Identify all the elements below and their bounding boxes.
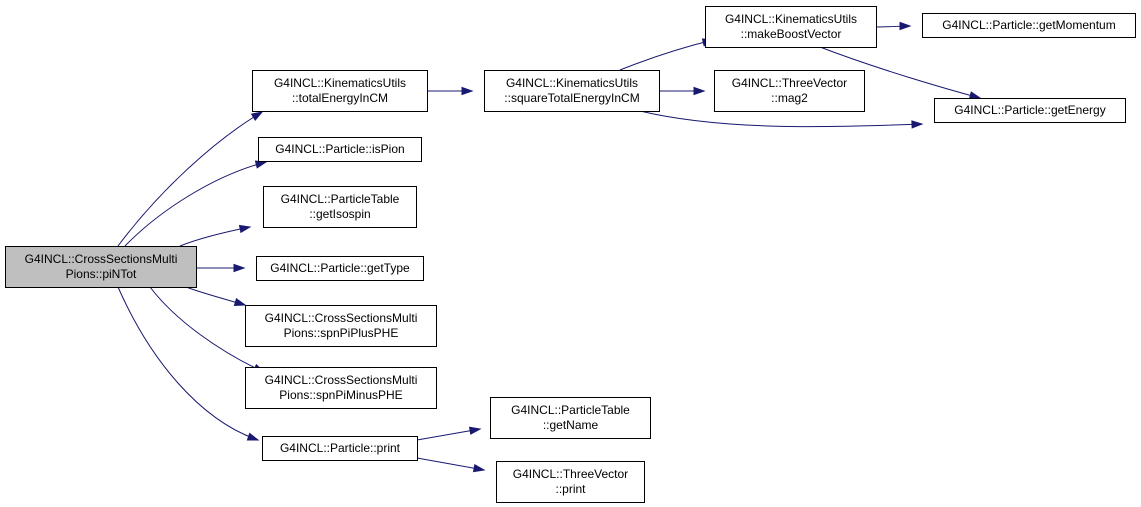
- edge-makeBoostVector-to-getMomentum: [875, 21, 912, 31]
- edge-line: [179, 226, 251, 247]
- node-print[interactable]: G4INCL::Particle::print: [262, 436, 418, 461]
- node-label-line: G4INCL::ThreeVector: [513, 467, 628, 481]
- node-totalEnergyInCM[interactable]: G4INCL::KinematicsUtils::totalEnergyInCM: [252, 70, 428, 112]
- node-label-line: G4INCL::KinematicsUtils: [274, 76, 406, 90]
- node-label-line: G4INCL::Particle::isPion: [275, 142, 404, 156]
- node-box: [263, 186, 417, 228]
- node-label-line: G4INCL::KinematicsUtils: [725, 12, 857, 26]
- node-box: [258, 137, 422, 162]
- edge-root-to-getIsospin: [179, 224, 252, 247]
- node-label-line: ::getIsospin: [309, 207, 370, 221]
- node-label-line: G4INCL::Particle::getEnergy: [954, 103, 1105, 117]
- node-label-line: G4INCL::KinematicsUtils: [506, 76, 638, 90]
- edge-arrowhead: [250, 111, 264, 121]
- node-label-line: G4INCL::ThreeVector: [732, 76, 847, 90]
- edge-totalEnergyInCM-to-squareTotalEnergyInCM: [427, 86, 474, 96]
- edge-line: [639, 110, 923, 128]
- edge-arrowhead: [233, 297, 247, 307]
- node-label-line: G4INCL::CrossSectionsMulti: [265, 373, 418, 387]
- edge-arrowhead: [461, 86, 474, 96]
- node-squareTotalEnergyInCM[interactable]: G4INCL::KinematicsUtils::squareTotalEner…: [484, 70, 660, 112]
- node-box: [714, 70, 865, 112]
- node-getMomentum[interactable]: G4INCL::Particle::getMomentum: [922, 13, 1136, 38]
- edge-squareTotalEnergyInCM-to-makeBoostVector: [619, 38, 715, 71]
- node-label-line: G4INCL::Particle::print: [280, 441, 401, 455]
- node-box: [262, 436, 418, 461]
- edge-arrowhead: [233, 263, 246, 273]
- edge-root-to-spnPiPlusPHE: [185, 286, 247, 307]
- node-label-line: ::getName: [543, 418, 599, 432]
- node-spnPiMinusPHE[interactable]: G4INCL::CrossSectionsMultiPions::spnPiMi…: [245, 367, 437, 409]
- node-box: [245, 305, 437, 347]
- edge-root-to-totalEnergyInCM: [117, 111, 264, 247]
- node-mag2[interactable]: G4INCL::ThreeVector::mag2: [714, 70, 865, 112]
- edge-print-to-tvPrint: [416, 457, 486, 473]
- node-getEnergy[interactable]: G4INCL::Particle::getEnergy: [934, 98, 1126, 123]
- edge-line: [149, 286, 265, 373]
- edge-arrowhead: [693, 86, 706, 96]
- node-label-line: ::print: [555, 482, 586, 496]
- edge-root-to-isPion: [124, 160, 268, 247]
- node-label-line: G4INCL::Particle::getType: [270, 261, 410, 275]
- edge-line: [117, 286, 259, 441]
- edge-arrowhead: [899, 21, 912, 31]
- node-box: [252, 70, 428, 112]
- node-label-line: ::totalEnergyInCM: [292, 91, 388, 105]
- node-label-line: G4INCL::CrossSectionsMulti: [265, 311, 418, 325]
- node-box: [934, 98, 1126, 123]
- edge-squareTotalEnergyInCM-to-getEnergy: [639, 110, 924, 129]
- node-getType[interactable]: G4INCL::Particle::getType: [256, 256, 424, 281]
- edge-arrowhead: [911, 120, 924, 129]
- edge-squareTotalEnergyInCM-to-mag2: [659, 86, 706, 96]
- node-makeBoostVector[interactable]: G4INCL::KinematicsUtils::makeBoostVector: [705, 6, 877, 48]
- edge-arrowhead: [246, 432, 260, 441]
- node-label-line: Pions::piNTot: [66, 267, 137, 281]
- node-getName[interactable]: G4INCL::ParticleTable::getName: [490, 397, 651, 439]
- edge-arrowhead: [968, 91, 982, 100]
- node-label-line: ::squareTotalEnergyInCM: [504, 91, 639, 105]
- edge-line: [619, 39, 714, 71]
- node-box: [245, 367, 437, 409]
- node-label-line: Pions::spnPiPlusPHE: [284, 326, 399, 340]
- node-box: [5, 246, 197, 288]
- edge-print-to-getName: [416, 426, 482, 441]
- edge-root-to-print: [117, 286, 260, 441]
- node-label-line: G4INCL::ParticleTable: [511, 403, 630, 417]
- edge-arrowhead: [254, 160, 268, 169]
- node-box: [256, 256, 424, 281]
- edge-root-to-getType: [196, 263, 246, 273]
- node-label-line: G4INCL::CrossSectionsMulti: [25, 252, 178, 266]
- edges-layer: [117, 21, 982, 473]
- node-box: [484, 70, 660, 112]
- node-label-line: ::makeBoostVector: [741, 27, 842, 41]
- edge-line: [819, 46, 981, 99]
- edge-line: [117, 111, 263, 247]
- node-box: [496, 461, 645, 503]
- node-spnPiPlusPHE[interactable]: G4INCL::CrossSectionsMultiPions::spnPiPl…: [245, 305, 437, 347]
- node-box: [705, 6, 877, 48]
- edge-arrowhead: [238, 224, 252, 234]
- node-label-line: Pions::spnPiMinusPHE: [279, 388, 402, 402]
- edge-arrowhead: [472, 463, 486, 473]
- edge-arrowhead: [468, 426, 482, 435]
- node-label-line: G4INCL::Particle::getMomentum: [942, 18, 1115, 32]
- node-box: [490, 397, 651, 439]
- nodes-layer: G4INCL::CrossSectionsMultiPions::piNTotG…: [5, 6, 1136, 503]
- node-tvPrint[interactable]: G4INCL::ThreeVector::print: [496, 461, 645, 503]
- node-label-line: ::mag2: [771, 91, 808, 105]
- node-box: [922, 13, 1136, 38]
- node-isPion[interactable]: G4INCL::Particle::isPion: [258, 137, 422, 162]
- node-label-line: G4INCL::ParticleTable: [281, 192, 400, 206]
- edge-line: [124, 161, 267, 247]
- node-getIsospin[interactable]: G4INCL::ParticleTable::getIsospin: [263, 186, 417, 228]
